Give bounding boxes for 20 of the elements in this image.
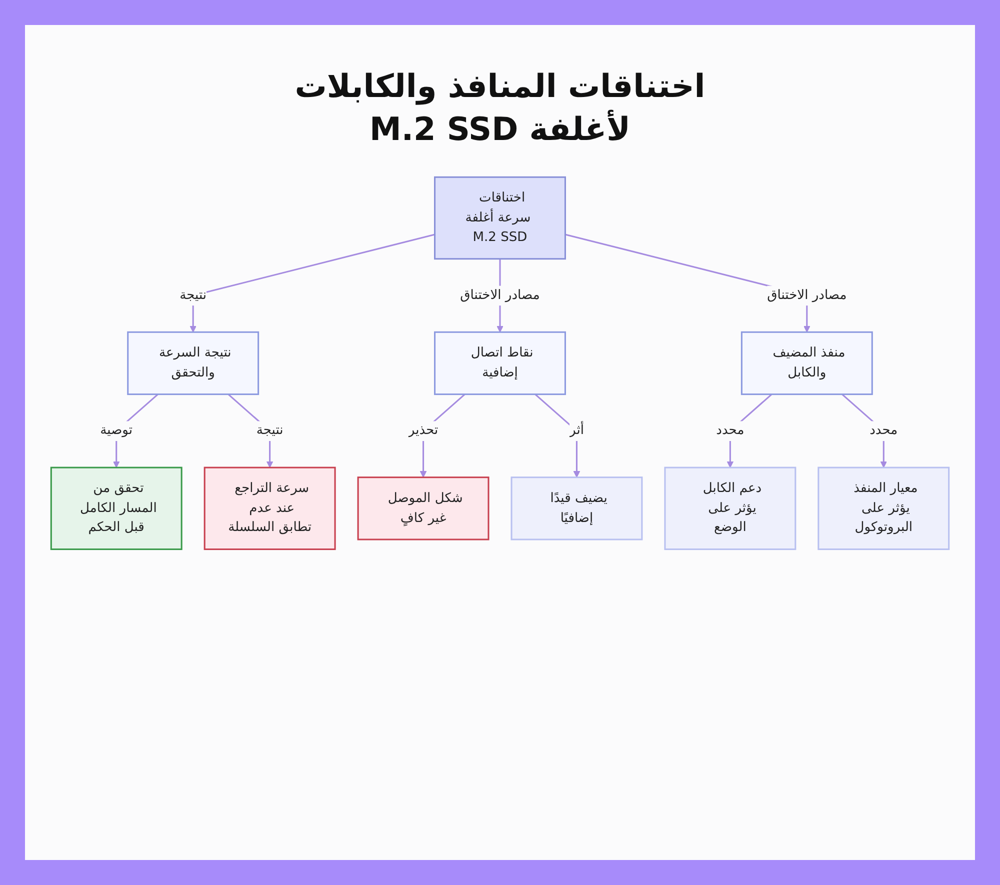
node-box: نقاط اتصال إضافية	[434, 332, 566, 396]
node-box: نتيجة السرعة والتحقق	[127, 332, 260, 396]
node-box: معيار المنفذ يؤثر على البروتوكول	[818, 467, 950, 550]
node-box: شكل الموصل غير كافٍ	[357, 476, 490, 541]
arrow	[534, 394, 580, 478]
node-box: تحقق من المسار الكامل قبل الحكم	[50, 467, 182, 550]
node-box: دعم الكابل يؤثر على الوضع	[664, 467, 796, 550]
edge-label: نتيجة	[256, 423, 284, 438]
edge-label: نتيجة	[180, 288, 207, 303]
edge-label: توصية	[100, 423, 133, 438]
node-box: اختناقات سرعة أغلفة M.2 SSD	[434, 176, 566, 260]
node-box: سرعة التراجع عند عدم تطابق السلسلة	[204, 467, 336, 550]
diagram-title: اختناقات المنافذ والكابلات لأغلفة M.2 SSD	[294, 66, 706, 150]
edge-label: مصادر الاختناق	[767, 288, 847, 303]
node-box: يضيف قيدًا إضافيًا	[510, 476, 643, 541]
edge-label: مصادر الاختناق	[460, 288, 540, 303]
edge-label: محدد	[716, 423, 744, 438]
arrow	[190, 234, 435, 333]
edge-label: محدد	[870, 423, 898, 438]
node-box: منفذ المضيف والكابل	[740, 332, 873, 396]
